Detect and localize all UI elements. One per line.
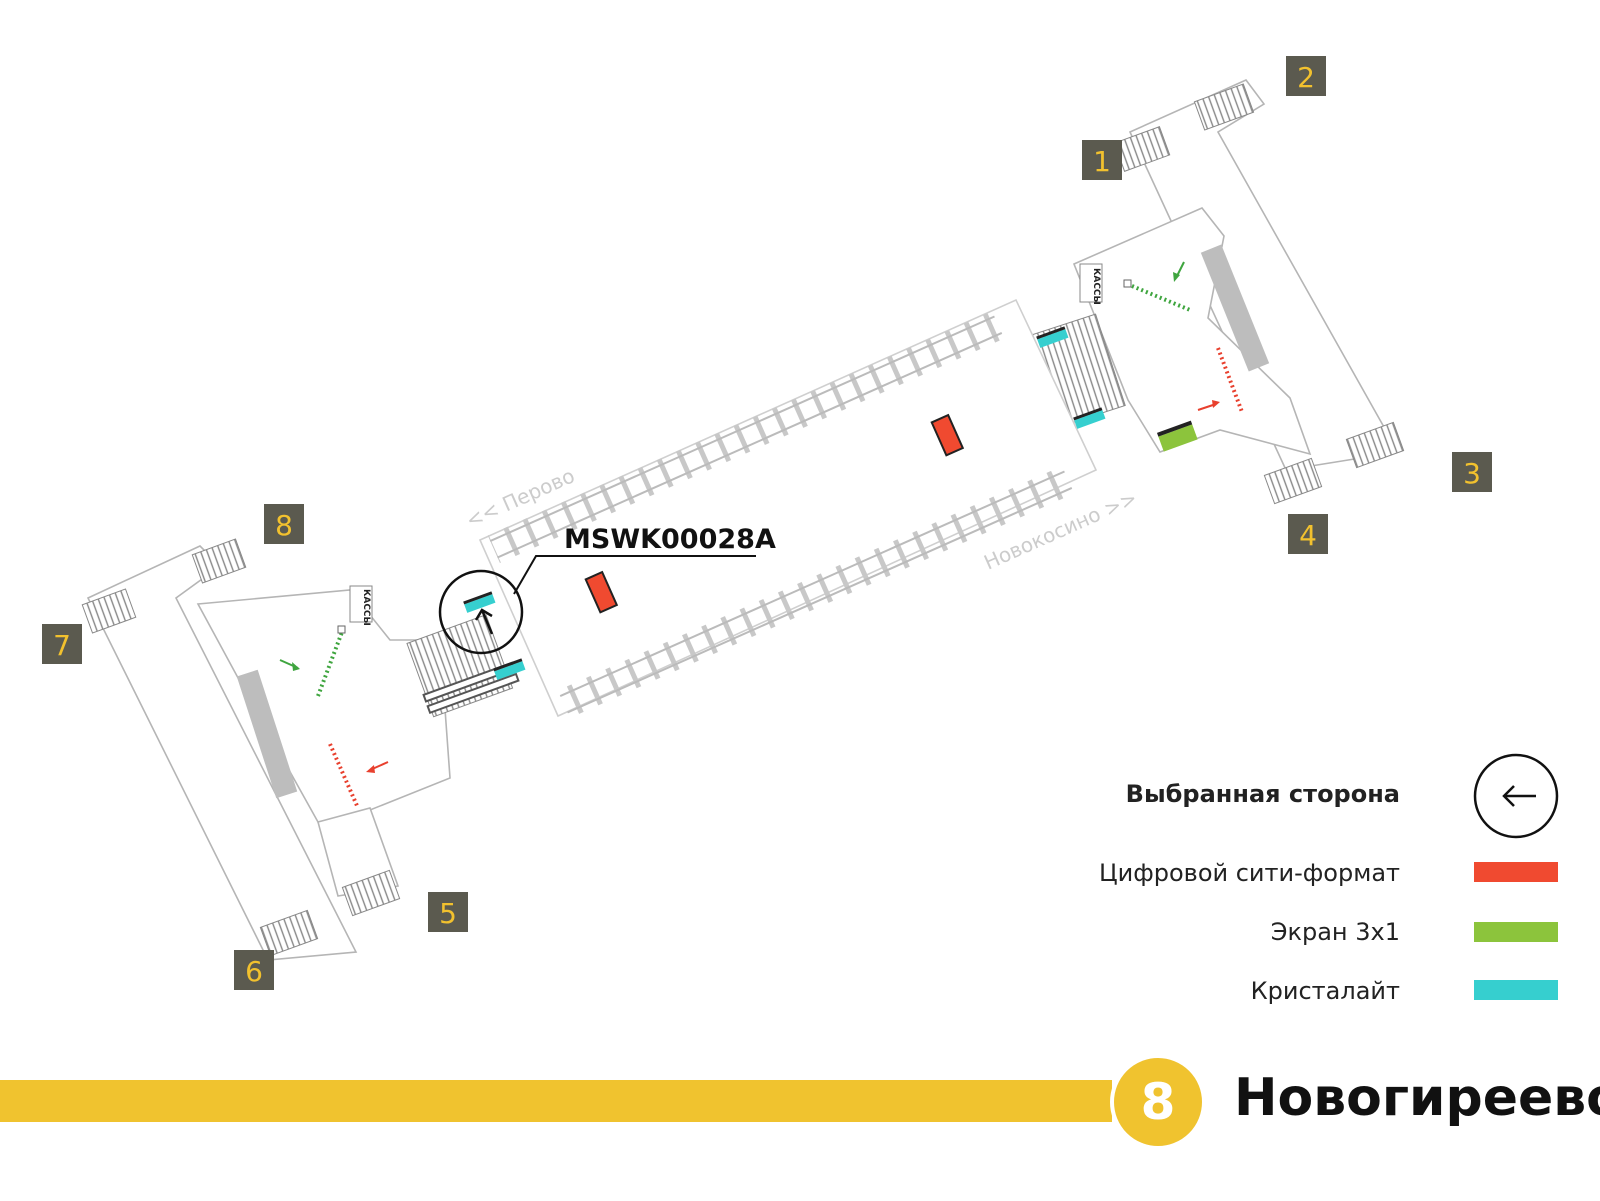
svg-text:3: 3 <box>1463 457 1481 490</box>
exit-badge-1: 1 <box>1082 140 1122 180</box>
left-ticket-booth <box>349 585 373 623</box>
stairs-exit-5 <box>341 869 401 917</box>
stairs-exit-4 <box>1263 457 1323 505</box>
legend-label-digital-city-format: Цифровой сити-формат <box>1099 859 1400 887</box>
right-turnstiles-green <box>1131 284 1191 312</box>
stairs-exit-2 <box>1193 83 1255 131</box>
right-turnstiles-red <box>1216 347 1244 413</box>
ad-crystalite-right-2 <box>1073 407 1106 429</box>
left-arrow-green-head <box>292 662 300 671</box>
metro-line-bar <box>0 1080 1112 1122</box>
track-upper <box>487 311 1005 563</box>
left-arrow-red-head <box>366 765 375 773</box>
selected-leader-line <box>513 555 756 595</box>
right-vestibule <box>1072 79 1400 471</box>
left-vestibule-slab <box>236 669 298 799</box>
right-booth-label: КАССЫ <box>1091 268 1101 305</box>
line-number: 8 <box>1140 1073 1176 1131</box>
stairs-exit-7 <box>81 588 137 634</box>
stairs-exit-3 <box>1345 421 1405 469</box>
legend-swatch-screen-3x1 <box>1474 922 1558 942</box>
selected-placement-code: MSWK00028A <box>564 524 776 555</box>
exit-badge-6: 6 <box>234 950 274 990</box>
right-turnstile-post <box>1123 279 1132 288</box>
legend-swatch-digital-city-format <box>1474 862 1558 882</box>
exit-badge-3: 3 <box>1452 452 1492 492</box>
right-arrow-green-head <box>1173 272 1180 282</box>
stairs-exit-8 <box>191 538 247 584</box>
right-vestibule-slab <box>1200 244 1270 372</box>
ad-digital-city-format-1 <box>584 570 619 614</box>
svg-text:6: 6 <box>245 955 263 988</box>
exit-badge-8: 8 <box>264 504 304 544</box>
legend-label-crystalite: Кристалайт <box>1250 977 1400 1005</box>
exit-badge-5: 5 <box>428 892 468 932</box>
arrow-up-icon <box>474 608 494 635</box>
legend-selected-side: Выбранная сторона <box>1125 780 1400 808</box>
left-turnstiles-green <box>316 631 344 697</box>
line-number-badge: 8 <box>1110 1054 1206 1150</box>
right-arrow-red-head <box>1212 400 1220 408</box>
station-name: Новогиреево <box>1234 1068 1600 1128</box>
left-turnstile-post <box>337 625 346 634</box>
selected-placement-circle[interactable] <box>438 569 524 655</box>
exit-badge-2: 2 <box>1286 56 1326 96</box>
legend-label-screen-3x1: Экран 3x1 <box>1270 918 1400 946</box>
arrow-left-icon <box>1473 753 1559 839</box>
ad-digital-city-format-2 <box>930 413 965 457</box>
exit-badge-7: 7 <box>42 624 82 664</box>
svg-text:7: 7 <box>53 629 71 662</box>
legend-swatch-crystalite <box>1474 980 1558 1000</box>
stairs-exit-6 <box>259 909 319 957</box>
right-ticket-booth <box>1079 263 1103 303</box>
left-turnstiles-red <box>328 743 360 809</box>
svg-text:5: 5 <box>439 897 457 930</box>
exit-badge-4: 4 <box>1288 514 1328 554</box>
ad-crystalite-left <box>493 658 526 680</box>
ad-crystalite-right-1 <box>1036 326 1069 348</box>
track-lower <box>557 466 1075 718</box>
svg-text:8: 8 <box>275 509 293 542</box>
svg-text:2: 2 <box>1297 61 1315 94</box>
svg-text:4: 4 <box>1299 519 1317 552</box>
ad-screen-3x1 <box>1156 420 1198 452</box>
svg-text:1: 1 <box>1093 145 1111 178</box>
selected-crystalite[interactable] <box>463 591 496 613</box>
left-booth-label: КАССЫ <box>361 589 371 626</box>
